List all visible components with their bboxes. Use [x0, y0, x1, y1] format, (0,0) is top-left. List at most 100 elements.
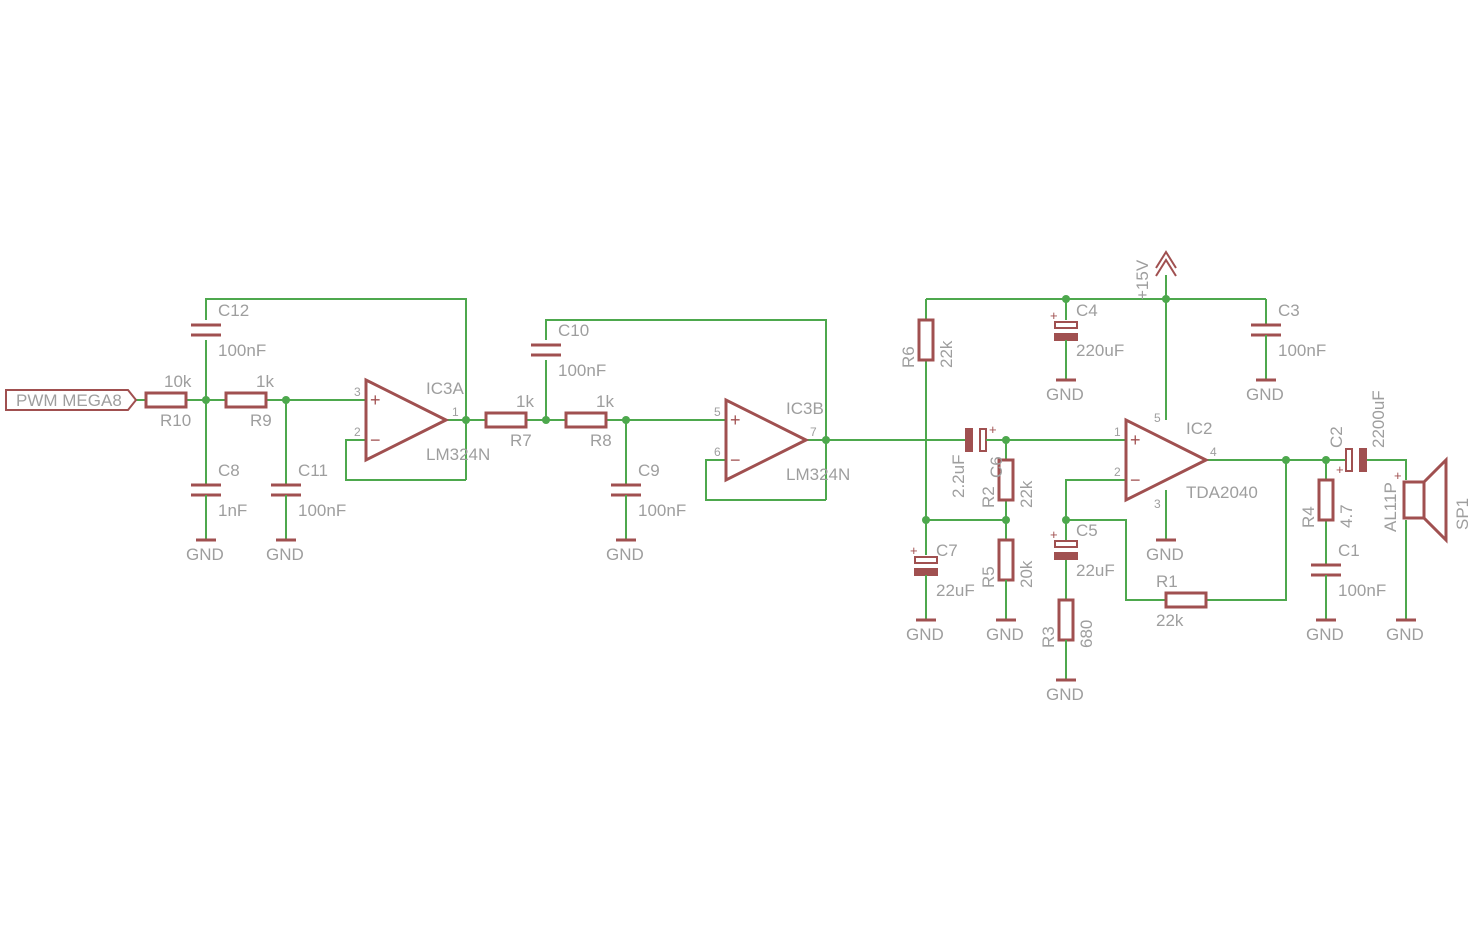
opamp-ic3a[interactable]: + − 3 2 1 IC3A LM324N: [354, 377, 490, 464]
pin-number: 5: [1154, 411, 1161, 425]
wire-c5-r1: [1066, 519, 1166, 601]
ground-r5: GND: [986, 580, 1024, 644]
capacitor-plate: [914, 556, 938, 564]
ground-c9: GND: [606, 538, 644, 564]
ground-r3: GND: [1046, 640, 1084, 704]
opamp-triangle: [724, 397, 810, 483]
resistor-name: R9: [250, 411, 272, 430]
capacitor-name: C9: [638, 461, 660, 480]
wire-c12-top: [205, 298, 467, 480]
pin-number: 2: [354, 425, 361, 439]
capacitor-polarity: +: [1336, 462, 1344, 477]
resistor-value: 4.7: [1337, 504, 1356, 528]
capacitor-c8[interactable]: C8 1nF: [191, 461, 247, 540]
ground-label: GND: [266, 545, 304, 564]
supply-arrow-icon: [1155, 250, 1177, 269]
capacitor-polarity: +: [910, 543, 918, 558]
opamp-triangle: [1124, 417, 1210, 503]
resistor-body: [1164, 591, 1208, 609]
capacitor-value: 100nF: [1338, 581, 1386, 600]
capacitor-c2[interactable]: + C2 2200uF: [1327, 390, 1388, 477]
opamp-plus-sign: +: [730, 410, 741, 430]
pin-number: 5: [714, 405, 721, 419]
resistor-name: R5: [979, 566, 998, 588]
capacitor-c5[interactable]: + C5 22uF: [1050, 521, 1115, 580]
capacitor-c11[interactable]: C11 100nF: [271, 461, 346, 540]
wire-opamp2-feedback: [705, 459, 826, 501]
resistor-r6[interactable]: R6 22k: [899, 318, 956, 368]
capacitor-value: 100nF: [218, 341, 266, 360]
speaker-sp1[interactable]: + AL11P SP1: [1381, 456, 1470, 544]
capacitor-name: C12: [218, 301, 249, 320]
pin-number: 2: [1114, 465, 1121, 479]
ground-symbols: GND GND GND GND GND GND GND GND: [186, 378, 1424, 704]
resistor-r7[interactable]: 1k R7: [484, 392, 534, 450]
capacitor-c6[interactable]: + C6 2.2uF: [949, 422, 1006, 498]
junction: [462, 416, 470, 424]
ground-speaker: GND: [1386, 600, 1424, 644]
resistor-body: [144, 391, 188, 409]
resistor-body: [564, 411, 608, 429]
input-port-pwm[interactable]: PWM MEGA8: [5, 389, 138, 411]
resistor-name: R1: [1156, 572, 1178, 591]
pin-number: 4: [1210, 445, 1217, 459]
wires: [135, 275, 1407, 601]
capacitor-name: C8: [218, 461, 240, 480]
capacitor-plate: [1345, 448, 1353, 472]
capacitor-plate: [914, 568, 938, 576]
capacitor-c3[interactable]: C3 100nF: [1251, 301, 1326, 380]
resistor-r9[interactable]: 1k R9: [224, 372, 274, 430]
speaker-magnet-icon: [1402, 480, 1426, 520]
resistor-body: [997, 538, 1015, 582]
capacitor-name: C5: [1076, 521, 1098, 540]
capacitor-c4[interactable]: + C4 220uF: [1050, 301, 1124, 380]
opamp-type: LM324N: [786, 465, 850, 484]
junction: [622, 416, 630, 424]
resistor-r10[interactable]: 10k R10: [144, 372, 192, 430]
opamp-minus-sign: −: [370, 430, 381, 450]
resistor-r5[interactable]: R5 20k: [979, 538, 1036, 588]
capacitor-polarity: +: [1050, 527, 1058, 542]
pin-number: 1: [452, 405, 459, 419]
resistor-body: [484, 411, 528, 429]
ground-c11: GND: [266, 538, 304, 564]
wire-c2-speaker: [1366, 459, 1407, 480]
resistor-r3[interactable]: R3 680: [1039, 598, 1096, 648]
junction: [202, 396, 210, 404]
resistor-value: 1k: [256, 372, 274, 391]
supply-arrow-icon: [1155, 258, 1177, 277]
resistor-r8[interactable]: 1k R8: [564, 392, 614, 450]
resistor-name: R6: [899, 346, 918, 368]
resistor-body: [1317, 478, 1335, 522]
capacitor-c1[interactable]: C1 100nF: [1311, 541, 1386, 620]
resistor-value: 1k: [596, 392, 614, 411]
ground-label: GND: [1306, 625, 1344, 644]
resistor-r2[interactable]: R2 22k: [979, 458, 1036, 508]
capacitor-plate: [979, 428, 987, 452]
ground-label: GND: [1046, 385, 1084, 404]
capacitor-c12[interactable]: C12 100nF: [191, 301, 266, 360]
supply-label: +15V: [1133, 259, 1152, 300]
opamp-name: IC3B: [786, 399, 824, 418]
junction: [1282, 456, 1290, 464]
wire-c10-top: [545, 319, 827, 500]
resistor-r1[interactable]: R1 22k: [1156, 572, 1208, 630]
pin-number: 3: [1154, 497, 1161, 511]
ground-label: GND: [906, 625, 944, 644]
opamp-name: IC2: [1186, 419, 1212, 438]
opamp-ic3b[interactable]: + − 5 6 7 IC3B LM324N: [714, 397, 850, 484]
resistor-r4[interactable]: R4 4.7: [1299, 478, 1356, 528]
resistor-name: R4: [1299, 506, 1318, 528]
capacitor-plate: [965, 428, 973, 452]
capacitor-c9[interactable]: C9 100nF: [611, 461, 686, 540]
opamp-triangle: [364, 377, 450, 463]
junction: [1062, 295, 1070, 303]
capacitor-c7[interactable]: + C7 22uF: [910, 541, 975, 620]
opamp-name: IC3A: [426, 379, 464, 398]
resistor-name: R10: [160, 411, 191, 430]
wire-opamp1-feedback: [345, 439, 466, 481]
capacitor-value: 22uF: [936, 581, 975, 600]
amplifier-ic2[interactable]: + − 1 2 4 5 3 IC2 TDA2040: [1114, 411, 1258, 540]
capacitor-c10[interactable]: C10 100nF: [531, 321, 606, 380]
junction: [1162, 295, 1170, 303]
